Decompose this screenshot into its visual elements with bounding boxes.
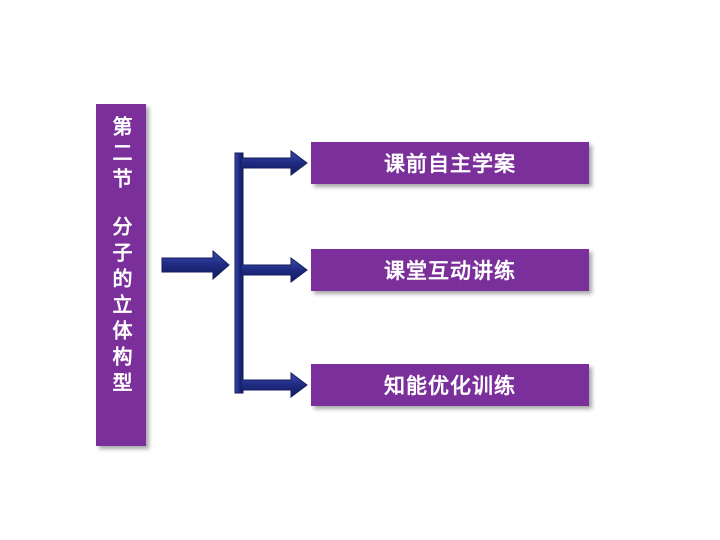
item-box-skill-training[interactable]: 知能优化训练 — [311, 364, 589, 406]
item-box-classroom-interaction[interactable]: 课堂互动讲练 — [311, 249, 589, 291]
item-label: 课前自主学案 — [384, 152, 516, 176]
item-box-preview-study[interactable]: 课前自主学案 — [311, 142, 589, 184]
section-topic: 分子的立体构型 — [109, 216, 133, 398]
branch-arrow-3 — [240, 372, 308, 398]
section-number: 第二节 — [109, 116, 133, 194]
branch-arrow-1 — [240, 150, 308, 176]
item-label: 知能优化训练 — [384, 374, 516, 398]
item-label: 课堂互动讲练 — [384, 259, 516, 283]
branch-arrow-2 — [240, 257, 308, 283]
section-title-box: 第二节 分子的立体构型 — [96, 104, 146, 446]
main-arrow — [161, 249, 230, 281]
